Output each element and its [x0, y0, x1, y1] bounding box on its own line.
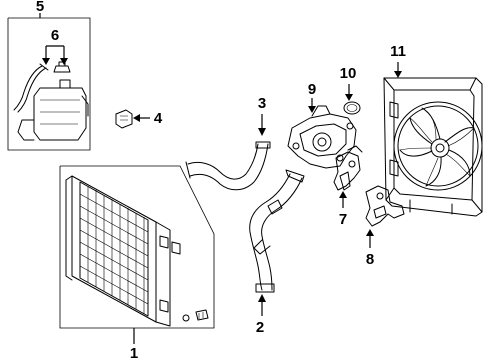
callout-4: 4 [154, 110, 163, 127]
lower-hose [249, 169, 305, 293]
reservoir-group-frame [7, 17, 91, 151]
outlet-fitting [365, 185, 405, 227]
callout-7: 7 [339, 211, 347, 228]
callout-11: 11 [390, 43, 406, 60]
callout-4-leader [133, 114, 150, 122]
callout-1: 1 [130, 345, 138, 360]
callout-11-leader [394, 62, 402, 78]
upper-hose [185, 141, 271, 191]
callout-8-leader [366, 229, 374, 248]
callout-2-leader [258, 294, 266, 316]
radiator [65, 175, 181, 327]
callout-6: 6 [51, 27, 59, 44]
callout-3: 3 [258, 95, 266, 112]
water-pump-housing [287, 105, 357, 169]
callout-8: 8 [366, 251, 374, 268]
clip-part [115, 109, 133, 129]
radiator-group-frame [59, 165, 215, 329]
o-ring [343, 101, 361, 115]
drain-plug [182, 309, 209, 322]
callout-10: 10 [340, 65, 357, 82]
callout-6-leader [42, 45, 68, 65]
reservoir-tank [17, 79, 89, 141]
thermostat-housing [333, 145, 363, 191]
callout-9-leader [308, 98, 316, 113]
callout-3-leader [258, 114, 266, 136]
callout-7-leader [339, 191, 347, 208]
callout-2: 2 [256, 319, 264, 336]
reservoir-cap [53, 61, 71, 73]
reservoir-hose [13, 63, 49, 113]
callout-5: 5 [36, 0, 44, 15]
callout-9: 9 [308, 81, 316, 98]
callout-10-leader [345, 84, 353, 101]
cooling-fan-assembly [383, 77, 483, 217]
